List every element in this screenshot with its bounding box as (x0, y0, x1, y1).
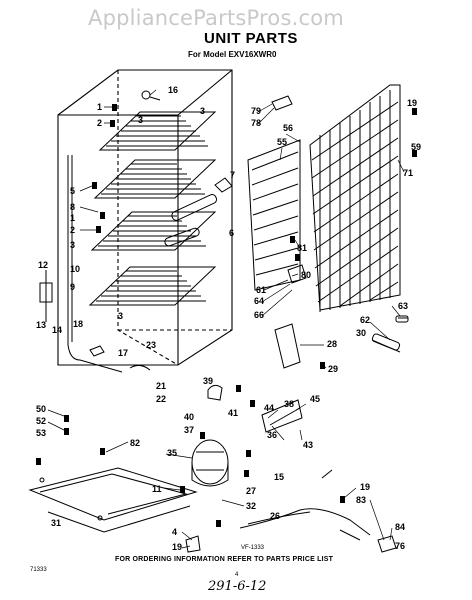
callout-39: 39 (203, 376, 213, 386)
callout-56: 56 (283, 123, 293, 133)
callout-15: 15 (274, 472, 284, 482)
callout-9: 9 (70, 282, 75, 292)
callout-28: 28 (327, 339, 337, 349)
callout-2a: 2 (97, 118, 102, 128)
callout-84: 84 (395, 522, 405, 532)
callout-66: 66 (254, 310, 264, 320)
callout-62: 62 (360, 315, 370, 325)
callout-3b: 3 (138, 115, 143, 125)
leader-lines (47, 89, 405, 549)
callout-19a: 19 (172, 542, 182, 552)
callout-23: 23 (146, 340, 156, 350)
callout-18: 18 (73, 319, 83, 329)
callout-36: 36 (267, 430, 277, 440)
diagram-title: UNIT PARTS (204, 30, 298, 47)
callout-52: 52 (36, 416, 46, 426)
callout-22: 22 (156, 394, 166, 404)
callout-16: 16 (168, 85, 178, 95)
callout-12: 12 (38, 260, 48, 270)
callout-37: 37 (184, 425, 194, 435)
page-number: 4 (235, 572, 239, 578)
callout-11: 11 (152, 484, 162, 494)
callout-55: 55 (277, 137, 287, 147)
diagram-subtitle: For Model EXV16XWR0 (188, 50, 277, 59)
callout-6: 6 (229, 228, 234, 238)
callout-81: 81 (297, 243, 307, 253)
callout-59: 59 (411, 142, 421, 152)
callout-8: 8 (70, 202, 75, 212)
callout-19c: 19 (360, 482, 370, 492)
callout-83: 83 (356, 495, 366, 505)
callout-30: 30 (356, 328, 366, 338)
callout-29: 29 (328, 364, 338, 374)
callout-80: 80 (301, 270, 311, 280)
watermark: AppliancePartsPros.com (88, 6, 344, 30)
callout-41: 41 (228, 408, 238, 418)
callout-63: 63 (398, 301, 408, 311)
ordering-info-note: FOR ORDERING INFORMATION REFER TO PARTS … (115, 556, 334, 563)
callout-44: 44 (264, 403, 274, 413)
callout-19b: 19 (407, 98, 417, 108)
condenser-coil (247, 84, 409, 353)
unit-cabinet-outline (57, 69, 233, 366)
fasteners (36, 104, 417, 527)
callout-35: 35 (167, 448, 177, 458)
figure-code: VF-1333 (241, 545, 265, 551)
callout-labels: 1 2 3 3 16 5 8 1 2 7 6 3 12 10 9 13 14 3… (36, 85, 421, 552)
callout-27: 27 (246, 486, 256, 496)
callout-1a: 1 (97, 102, 102, 112)
handwritten-note: 291-6-12 (208, 579, 267, 594)
callout-5: 5 (70, 186, 75, 196)
callout-14: 14 (52, 325, 62, 335)
callout-38: 38 (284, 399, 294, 409)
callout-45: 45 (310, 394, 320, 404)
callout-1b: 1 (70, 213, 75, 223)
evaporator-shelf-coils (39, 90, 233, 373)
callout-53: 53 (36, 428, 46, 438)
callout-3c: 3 (70, 240, 75, 250)
corner-code: 71333 (30, 567, 47, 573)
callout-26: 26 (270, 511, 280, 521)
callout-21: 21 (156, 381, 166, 391)
callout-2b: 2 (70, 225, 75, 235)
callout-4: 4 (172, 527, 177, 537)
callout-17: 17 (118, 348, 128, 358)
callout-79: 79 (251, 106, 261, 116)
callout-32: 32 (246, 501, 256, 511)
callout-40: 40 (184, 412, 194, 422)
callout-3d: 3 (118, 311, 123, 321)
callout-43: 43 (303, 440, 313, 450)
callout-78: 78 (251, 118, 261, 128)
callout-76: 76 (395, 541, 405, 551)
callout-82: 82 (130, 438, 140, 448)
callout-3a: 3 (200, 106, 205, 116)
callout-50: 50 (36, 404, 46, 414)
callout-31: 31 (51, 518, 61, 528)
callout-13: 13 (36, 320, 46, 330)
compressor-assembly (28, 323, 397, 553)
callout-64: 64 (254, 296, 264, 306)
callout-10: 10 (70, 264, 80, 274)
callout-7: 7 (230, 170, 235, 180)
callout-61: 61 (256, 285, 266, 295)
callout-71: 71 (403, 168, 413, 178)
